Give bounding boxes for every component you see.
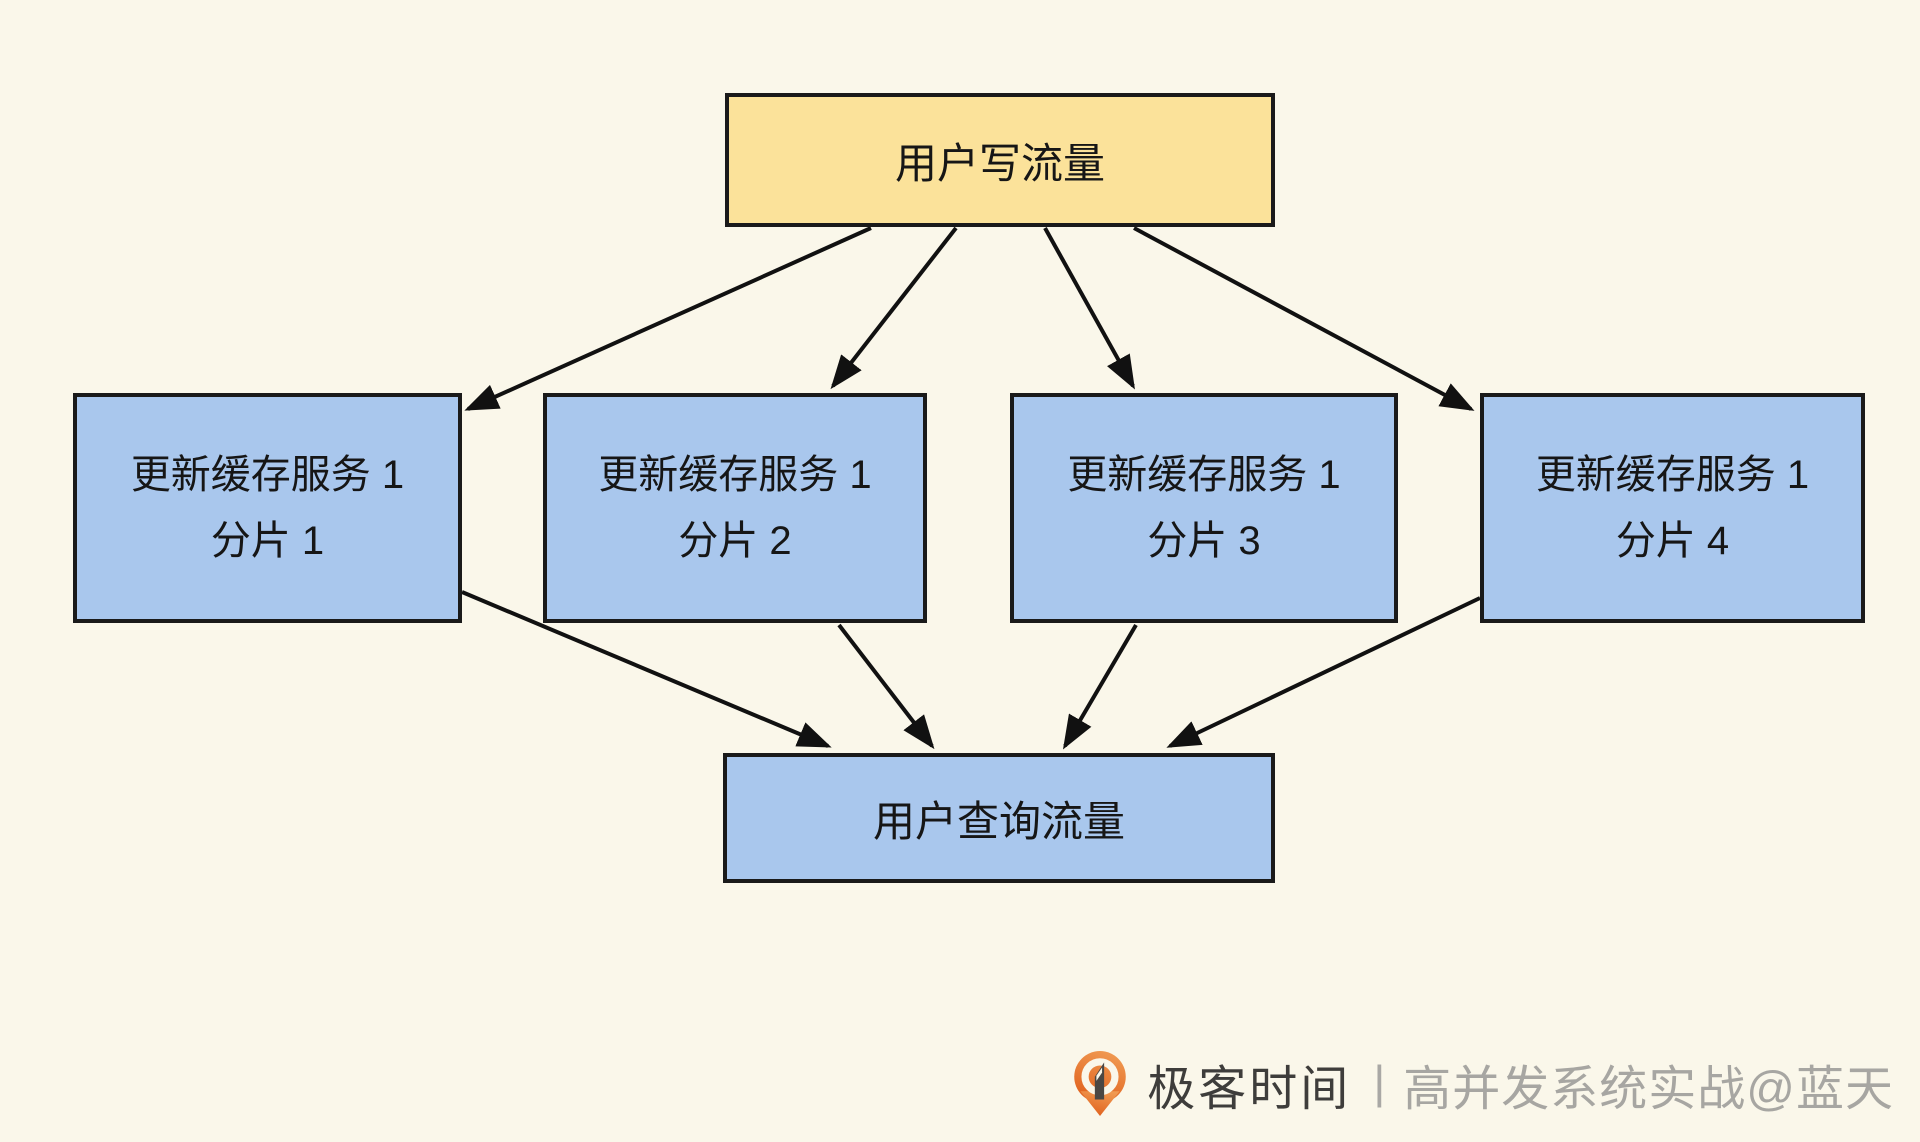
arrow-shard-2-to-query bbox=[837, 623, 935, 750]
watermark: 极客时间 | 高并发系统实战@蓝天 bbox=[1073, 1040, 1894, 1128]
watermark-separator: | bbox=[1373, 1056, 1386, 1108]
node-user-write-traffic: 用户写流量 bbox=[725, 93, 1275, 227]
node-label-line1: 更新缓存服务 1 bbox=[1535, 453, 1810, 497]
geektime-pin-logo-icon bbox=[1074, 1051, 1127, 1116]
node-label-line2: 分片 3 bbox=[1147, 519, 1261, 563]
arrow-write-to-shard-1 bbox=[464, 226, 872, 411]
arrow-write-to-shard-4 bbox=[1133, 226, 1475, 411]
node-user-query-traffic: 用户查询流量 bbox=[723, 753, 1275, 883]
node-label-line2: 分片 4 bbox=[1615, 519, 1730, 563]
node-cache-shard-4: 更新缓存服务 1 分片 4 bbox=[1480, 393, 1865, 623]
node-label-line1: 更新缓存服务 1 bbox=[1067, 453, 1341, 497]
arrow-shard-3-to-query bbox=[1062, 623, 1138, 750]
node-label-line1: 更新缓存服务 1 bbox=[130, 453, 405, 497]
node-label: 用户查询流量 bbox=[872, 797, 1125, 845]
node-cache-shard-1: 更新缓存服务 1 分片 1 bbox=[73, 393, 462, 623]
arrow-write-to-shard-2 bbox=[830, 226, 958, 390]
node-label-line2: 分片 1 bbox=[210, 519, 325, 563]
arrow-write-to-shard-3 bbox=[1043, 227, 1135, 390]
brand-label: 极客时间 bbox=[1147, 1063, 1352, 1116]
node-label-line1: 更新缓存服务 1 bbox=[598, 453, 872, 497]
credit-label: 高并发系统实战@蓝天 bbox=[1403, 1063, 1894, 1116]
node-label-line2: 分片 2 bbox=[678, 519, 792, 563]
node-cache-shard-3: 更新缓存服务 1 分片 3 bbox=[1010, 393, 1398, 623]
node-label: 用户写流量 bbox=[894, 139, 1105, 187]
arrow-shard-4-to-query bbox=[1166, 596, 1481, 748]
node-cache-shard-2: 更新缓存服务 1 分片 2 bbox=[543, 393, 927, 623]
arrow-shard-1-to-query bbox=[461, 590, 832, 748]
